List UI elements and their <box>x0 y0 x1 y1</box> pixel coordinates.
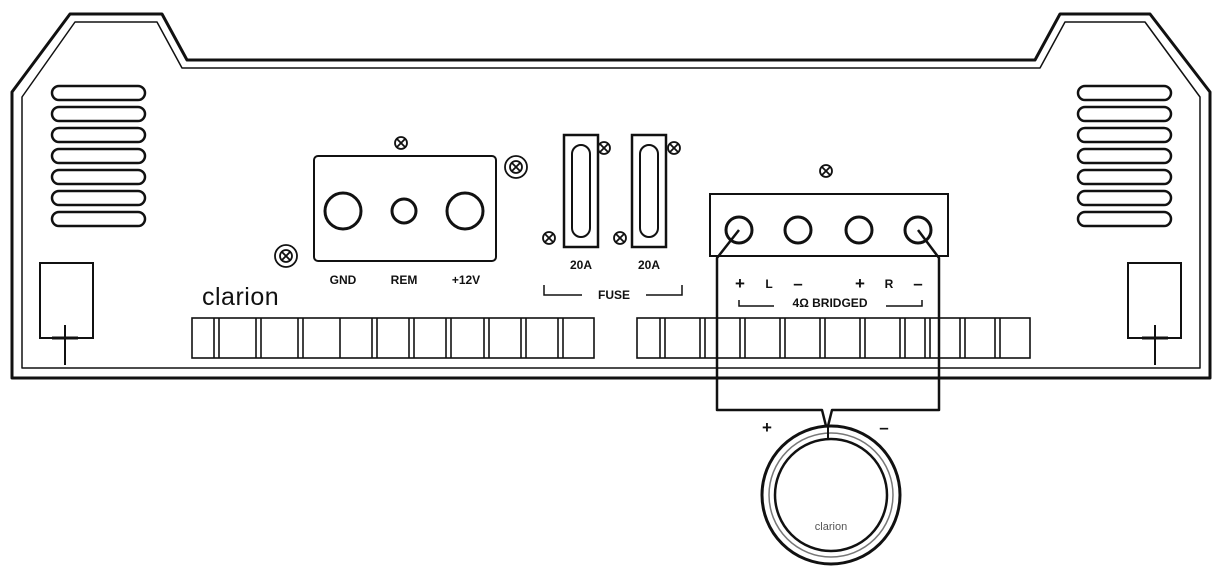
rem-label: REM <box>391 273 418 287</box>
plus12v-terminal[interactable] <box>445 191 485 231</box>
gnd-label: GND <box>330 273 357 287</box>
plus12v-label: +12V <box>452 273 480 287</box>
speaker-minus-label: – <box>879 418 888 437</box>
gnd-terminal[interactable] <box>323 191 363 231</box>
screw-icon <box>819 164 833 178</box>
left-plus-label: + <box>735 274 745 293</box>
right-plus-label: + <box>855 274 865 293</box>
fuse-bracket <box>543 285 683 296</box>
right-heatsink-fins <box>636 317 1031 359</box>
power-terminal-block <box>313 155 497 262</box>
fuse-left-rating: 20A <box>570 258 592 272</box>
right-plus-terminal[interactable] <box>844 215 874 245</box>
fuse-left[interactable] <box>562 133 600 249</box>
left-minus-terminal[interactable] <box>783 215 813 245</box>
left-channel-label: L <box>765 277 772 291</box>
speaker-plus-label: + <box>762 418 772 437</box>
screw-icon <box>504 155 528 179</box>
screw-icon <box>597 141 611 155</box>
brand-logo: clarion <box>202 283 279 311</box>
right-vent-slots <box>1076 84 1173 228</box>
speaker-wires <box>715 229 941 427</box>
bridged-bracket <box>738 300 923 307</box>
left-vent-slots <box>50 84 147 228</box>
right-minus-label: – <box>913 274 922 293</box>
bridged-label: 4Ω BRIDGED <box>793 296 868 310</box>
fuse-right-rating: 20A <box>638 258 660 272</box>
right-mounting-tab <box>1127 262 1182 365</box>
speaker <box>760 424 902 566</box>
left-mounting-tab <box>39 262 94 365</box>
fuse-right[interactable] <box>630 133 668 249</box>
fuse-label: FUSE <box>598 288 630 302</box>
screw-icon <box>274 244 298 268</box>
left-minus-label: – <box>793 274 802 293</box>
left-heatsink-fins <box>191 317 595 359</box>
amplifier-body <box>10 12 1212 380</box>
screw-icon <box>667 141 681 155</box>
speaker-terminal-block <box>709 193 949 257</box>
screw-icon <box>542 231 556 245</box>
screws <box>274 136 833 268</box>
right-channel-label: R <box>885 277 894 291</box>
left-plus-terminal[interactable] <box>724 215 754 245</box>
rem-terminal[interactable] <box>390 197 418 225</box>
screw-icon <box>613 231 627 245</box>
screw-icon <box>394 136 408 150</box>
right-minus-terminal[interactable] <box>903 215 933 245</box>
speaker-brand-badge: clarion <box>815 521 847 533</box>
